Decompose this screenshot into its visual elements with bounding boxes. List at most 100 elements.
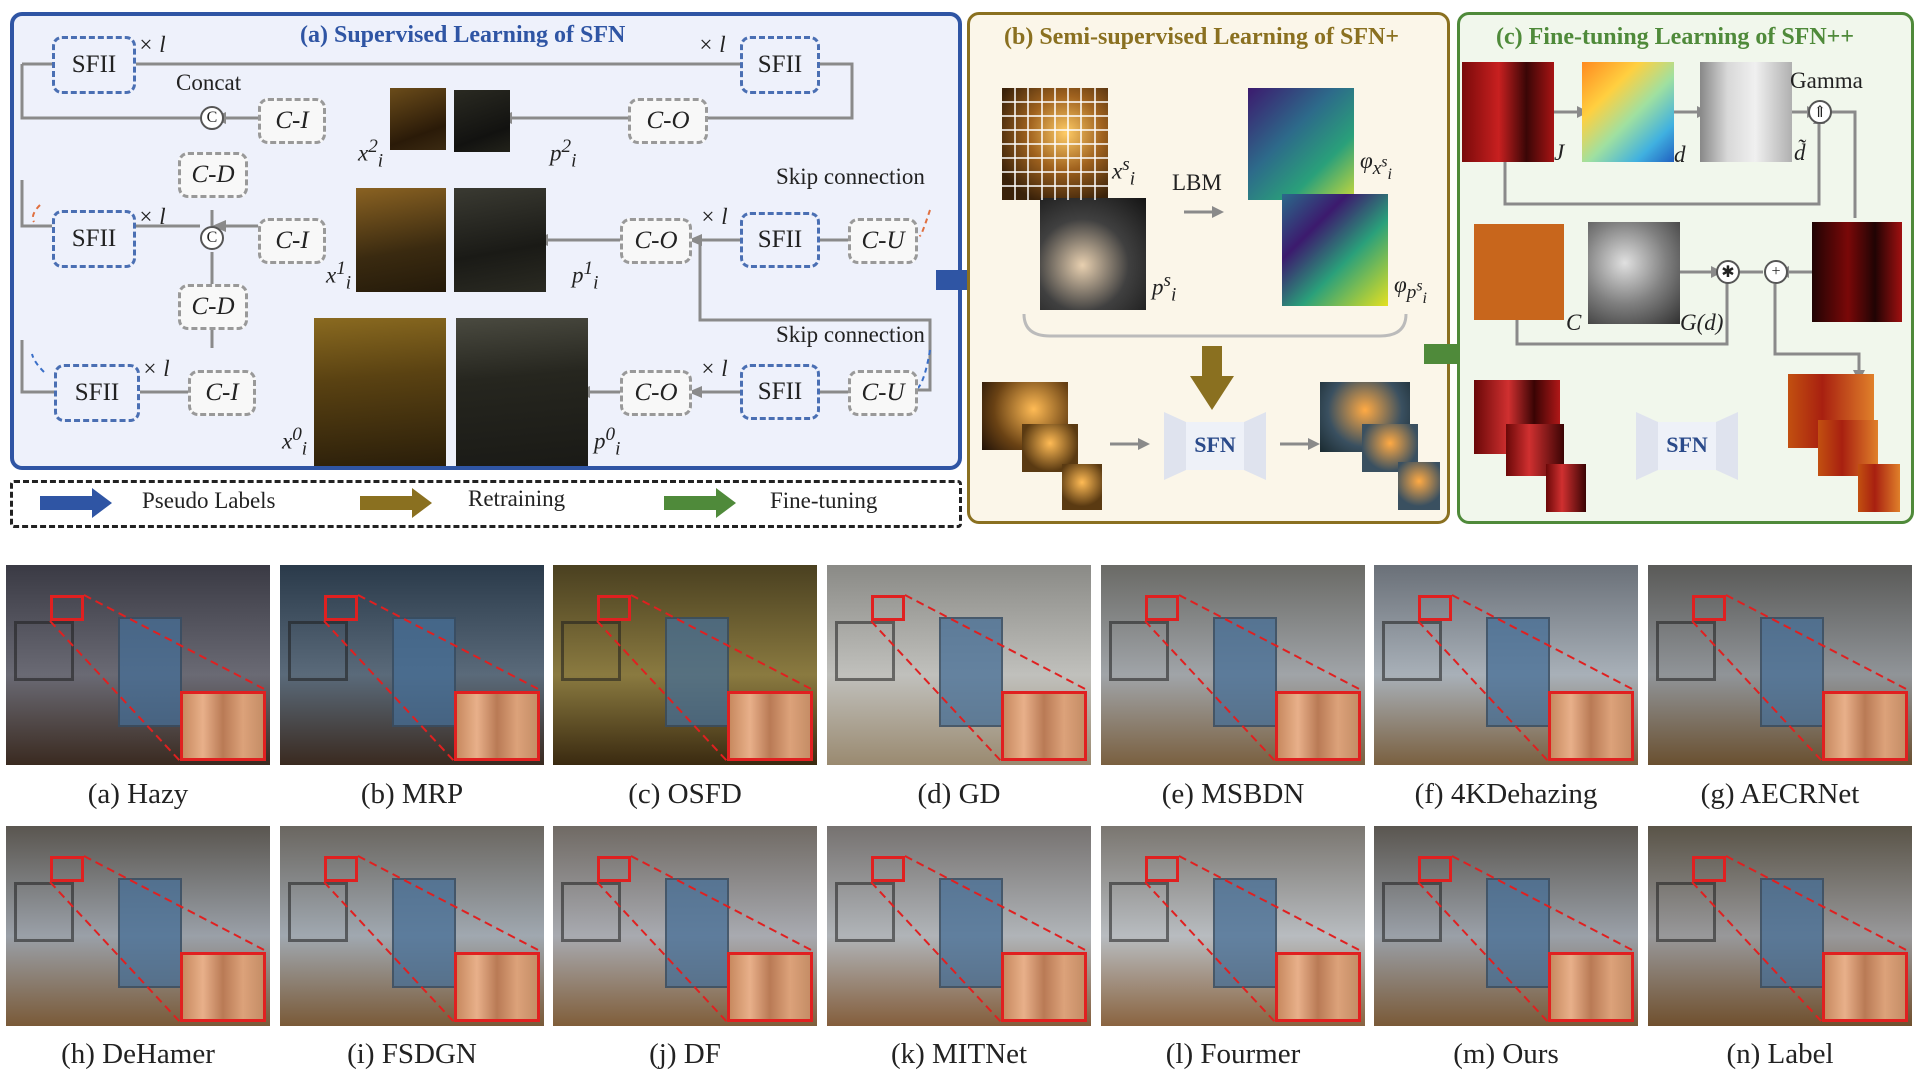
cd-block-upper: C-D bbox=[178, 152, 248, 198]
result-image bbox=[1101, 826, 1365, 1026]
panel-b-title: (b) Semi-supervised Learning of SFN+ bbox=[1004, 24, 1400, 50]
sfn-network-icon bbox=[1164, 412, 1266, 480]
zoom-inset bbox=[180, 691, 266, 761]
window-shape bbox=[561, 621, 621, 681]
zoom-region-box bbox=[871, 595, 905, 621]
sfii-block-top-right: SFII bbox=[740, 36, 820, 94]
door-shape bbox=[1760, 878, 1824, 988]
times-l-label: × l bbox=[142, 356, 170, 381]
door-shape bbox=[392, 878, 456, 988]
gamma-label: Gamma bbox=[1790, 68, 1863, 93]
xs-label: xsi bbox=[1112, 154, 1136, 190]
depth-map-d bbox=[1582, 62, 1674, 162]
image-Gd bbox=[1588, 222, 1680, 324]
zoom-inset bbox=[180, 952, 266, 1022]
result-caption: (g) AECRNet bbox=[1700, 778, 1860, 810]
finetuning-arrow-icon bbox=[664, 488, 736, 518]
flow-arrow-icon bbox=[1110, 438, 1150, 450]
zoom-inset bbox=[1548, 952, 1634, 1022]
x1-label: x1i bbox=[326, 258, 352, 294]
result-image bbox=[6, 565, 270, 765]
phi-p-label: φpsi bbox=[1394, 272, 1427, 307]
ci-block-bottom: C-I bbox=[188, 370, 256, 416]
zoom-region-box bbox=[1145, 595, 1179, 621]
J-label: J bbox=[1554, 140, 1565, 165]
image-x0 bbox=[314, 318, 446, 466]
image-ps-grid bbox=[1040, 198, 1146, 310]
window-shape bbox=[14, 882, 74, 942]
ci-block-top: C-I bbox=[258, 98, 326, 144]
co-block-bottom: C-O bbox=[620, 370, 692, 416]
result-image bbox=[1101, 565, 1365, 765]
add-op-icon: + bbox=[1764, 260, 1788, 284]
zoom-region-box bbox=[871, 856, 905, 882]
sfii-block-middle-right: SFII bbox=[740, 212, 820, 268]
sfn-label-b: SFN bbox=[1194, 432, 1236, 457]
door-shape bbox=[1486, 617, 1550, 727]
legend bbox=[10, 480, 962, 528]
p2-label: p2i bbox=[550, 136, 577, 172]
image-d-tilde bbox=[1700, 62, 1792, 162]
image-x2 bbox=[390, 88, 446, 150]
image-x1 bbox=[356, 188, 446, 292]
cu-block-bottom: C-U bbox=[848, 370, 918, 416]
zoom-region-box bbox=[1692, 595, 1726, 621]
zoom-inset bbox=[1822, 952, 1908, 1022]
result-caption: (n) Label bbox=[1726, 1038, 1834, 1070]
result-image bbox=[553, 565, 817, 765]
zoom-inset bbox=[454, 691, 540, 761]
legend-finetuning: Fine-tuning bbox=[770, 488, 878, 513]
result-caption: (j) DF bbox=[649, 1038, 721, 1070]
C-label: C bbox=[1566, 310, 1582, 335]
door-shape bbox=[392, 617, 456, 727]
result-caption: (f) 4KDehazing bbox=[1414, 778, 1598, 810]
window-shape bbox=[561, 882, 621, 942]
zoom-guide-lines bbox=[1144, 594, 1364, 762]
result-caption: (c) OSFD bbox=[628, 778, 742, 810]
result-caption: (b) MRP bbox=[360, 778, 464, 810]
image-J bbox=[1462, 62, 1554, 162]
times-l-label: × l bbox=[700, 356, 728, 381]
result-image bbox=[553, 826, 817, 1026]
image-output-c bbox=[1812, 222, 1902, 322]
zoom-guide-lines bbox=[49, 594, 269, 762]
window-shape bbox=[835, 621, 895, 681]
zoom-region-box bbox=[1418, 595, 1452, 621]
door-shape bbox=[665, 878, 729, 988]
result-caption: (l) Fourmer bbox=[1165, 1038, 1301, 1070]
concat-circle-top: C bbox=[200, 106, 224, 130]
sfn-label-c: SFN bbox=[1666, 432, 1708, 457]
door-shape bbox=[118, 878, 182, 988]
gamma-op-icon: ⇑ bbox=[1808, 100, 1832, 124]
zoom-region-box bbox=[324, 595, 358, 621]
zoom-guide-lines bbox=[1417, 855, 1637, 1023]
panel-a-title: (a) Supervised Learning of SFN bbox=[300, 22, 626, 48]
zoom-inset bbox=[454, 952, 540, 1022]
result-caption: (m) Ours bbox=[1453, 1038, 1559, 1070]
zoom-inset bbox=[1548, 691, 1634, 761]
input-stack-3 bbox=[1062, 464, 1102, 510]
lbm-label: LBM bbox=[1172, 170, 1222, 195]
co-block-middle: C-O bbox=[620, 218, 692, 264]
result-caption: (k) MITNet bbox=[890, 1038, 1028, 1070]
legend-retraining: Retraining bbox=[468, 486, 566, 511]
zoom-inset bbox=[727, 691, 813, 761]
grid-lines bbox=[1002, 88, 1108, 200]
concat-circle-middle: C bbox=[200, 226, 224, 250]
window-shape bbox=[1656, 621, 1716, 681]
zoom-region-box bbox=[1418, 856, 1452, 882]
door-shape bbox=[1213, 878, 1277, 988]
x2-label: x2i bbox=[358, 136, 384, 172]
cu-block-middle: C-U bbox=[848, 218, 918, 264]
zoom-region-box bbox=[597, 595, 631, 621]
zoom-inset bbox=[1822, 691, 1908, 761]
zoom-inset bbox=[1001, 691, 1087, 761]
door-shape bbox=[939, 617, 1003, 727]
p0-label: p0i bbox=[594, 424, 621, 460]
door-shape bbox=[1486, 878, 1550, 988]
zoom-guide-lines bbox=[870, 855, 1090, 1023]
window-shape bbox=[288, 882, 348, 942]
result-caption: (i) FSDGN bbox=[347, 1038, 477, 1070]
result-caption: (d) GD bbox=[917, 778, 1001, 810]
zoom-region-box bbox=[50, 856, 84, 882]
